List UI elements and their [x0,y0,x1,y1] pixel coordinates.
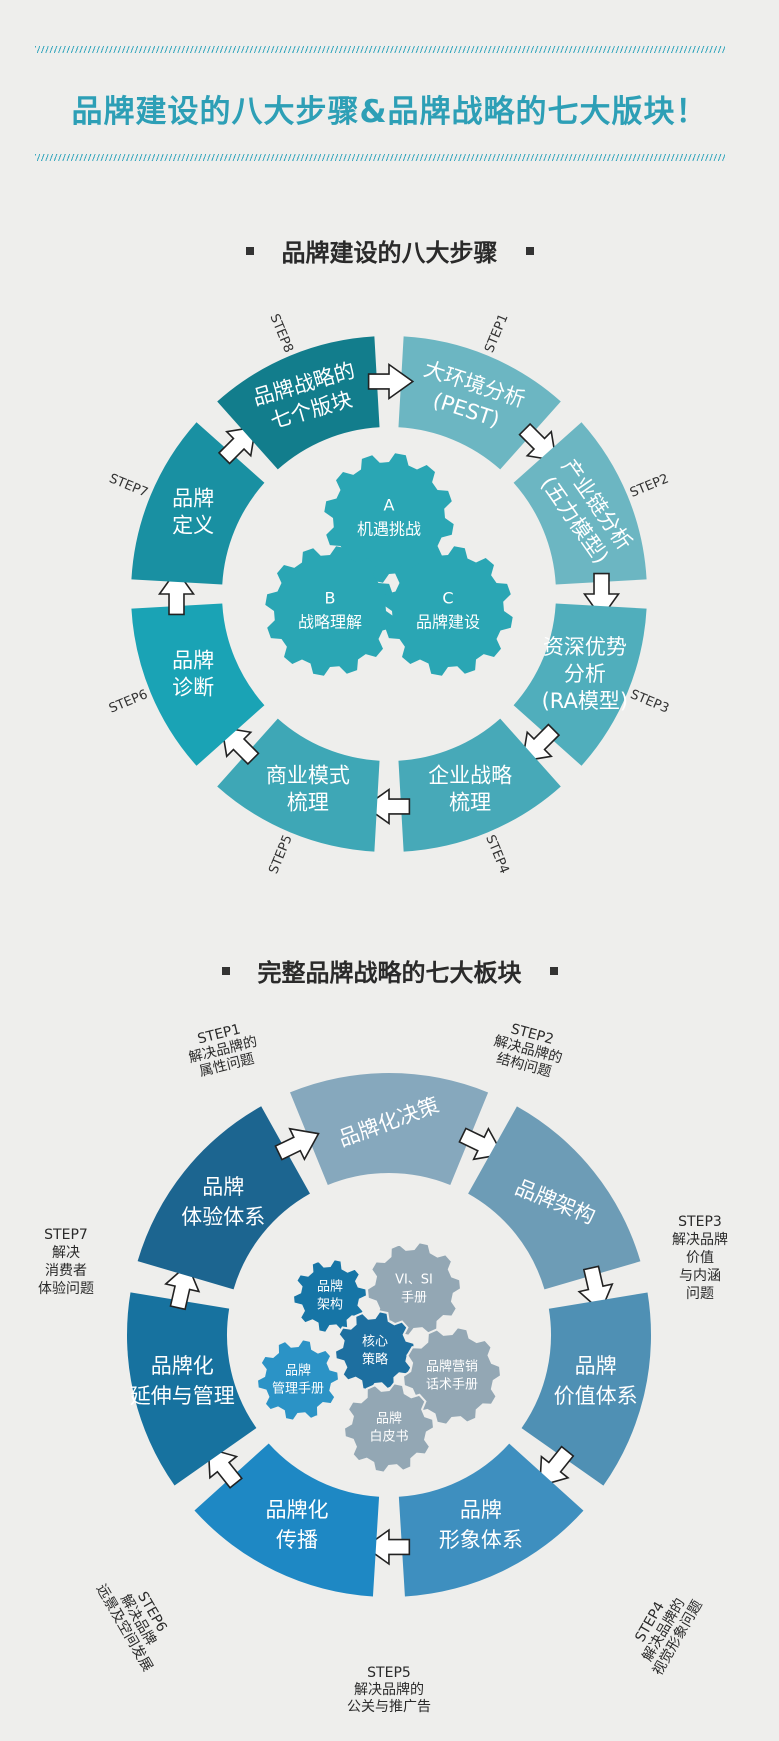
bullet-square-icon [525,247,534,255]
block-label: 品牌 [460,1498,502,1522]
block-segment-5 [194,1443,380,1597]
flow-arrow-icon [367,362,415,401]
step-description: 解决 [52,1245,80,1261]
step-tag: STEP7 [44,1227,88,1243]
gear-label: 话术手册 [426,1378,478,1393]
gear-label: 品牌建设 [416,613,480,632]
gear-label: VI、SI [395,1273,433,1288]
gear-label: 品牌 [285,1363,311,1379]
block-label: 品牌 [575,1354,617,1378]
section2-heading-text: 完整品牌战略的七大板块 [257,959,522,987]
step-label: 定义 [172,513,214,537]
step-tag: STEP8 [266,312,295,355]
bullet-square-icon [221,967,230,975]
step-label: 梳理 [449,790,491,814]
section1-heading: 品牌建设的八大步骤 [0,233,779,268]
gear-label: 品牌 [376,1411,402,1427]
flow-arrow-icon [363,1528,411,1566]
section1-heading-text: 品牌建设的八大步骤 [281,239,498,267]
page-title: 品牌建设的八大步骤&品牌战略的七大版块！ [71,94,708,130]
block-segment-1 [290,1073,489,1186]
step-segment-2 [513,422,647,585]
step-segment-4 [398,718,561,852]
gear-label: 手册 [401,1291,427,1306]
step-tag: STEP5 [266,833,295,876]
step-tag: STEP3 [678,1214,722,1230]
step-tag: STEP1 [482,312,511,355]
gear-label: 管理手册 [272,1382,324,1397]
gear-icon [265,546,395,676]
step-tag: STEP5 [367,1665,411,1681]
step-tag: STEP3 [628,687,671,716]
gear-label: 策略 [362,1352,388,1368]
step-description: 与内涵 [679,1268,721,1284]
gear-icon [401,1326,503,1426]
step-description: 解决品牌的 [354,1681,424,1698]
gear-label: 品牌 [317,1279,343,1295]
step-label: 企业战略 [428,763,512,787]
step-description: 问题 [686,1286,714,1302]
step-label: 诊断 [172,676,214,700]
gear-icon [324,453,454,583]
step-label: 梳理 [287,790,329,814]
gear-icon [291,1258,369,1334]
gear-label: B [325,589,336,608]
flow-arrow-icon [207,1447,243,1489]
flow-arrow-icon [539,1445,575,1487]
gear-icon [255,1338,341,1422]
gear-label: A [384,496,395,515]
block-segment-4 [398,1443,584,1597]
gear-icon [365,1241,463,1337]
gear-label: 战略理解 [298,613,362,632]
block-label: 品牌化 [265,1498,328,1522]
step-tag: STEP7 [107,471,150,500]
step-description: 解决品牌 [672,1231,728,1248]
bottom-hatch-divider [35,154,725,161]
gear-icon [383,546,513,676]
bullet-square-icon [549,967,558,975]
step-label: 分析 [564,662,606,686]
block-segment-6 [127,1292,257,1486]
flow-arrow-icon [274,1127,320,1162]
top-hatch-divider [35,46,725,53]
gear-label: C [442,589,453,608]
step-tag: STEP6 [107,687,150,716]
step-segment-8 [217,336,380,470]
step-tag: STEP4 [482,833,511,876]
gear-label: 核心 [362,1335,388,1350]
step-segment-6 [131,603,265,766]
gear-label: 白皮书 [369,1429,408,1445]
step-label: (RA模型) [542,689,629,713]
block-segment-7 [137,1106,310,1290]
step-label: 商业模式 [266,763,350,787]
step-tag: STEP2 [628,471,671,500]
gear-icon [342,1382,436,1474]
block-label: 体验体系 [181,1205,265,1229]
step-description: 消费者 [45,1263,87,1279]
block-segment-3 [521,1292,651,1486]
step-label: 品牌 [172,486,214,510]
gear-icon [333,1310,417,1392]
step-label: 资深优势 [543,635,627,659]
block-label: 延伸与管理 [130,1384,235,1408]
bullet-square-icon [245,247,254,255]
block-label: 形象体系 [439,1528,523,1552]
step-description: 公关与推广告 [347,1699,431,1715]
block-label: 价值体系 [554,1384,638,1408]
gear-label: 品牌营销 [426,1359,478,1375]
step-label: 品牌 [172,649,214,673]
gear-label: 机遇挑战 [357,520,421,539]
block-segment-2 [468,1106,641,1290]
step-description: 体验问题 [38,1281,94,1297]
gear-label: 架构 [317,1298,343,1313]
block-label: 传播 [276,1528,318,1552]
step-description: 价值 [686,1250,714,1266]
section2-heading: 完整品牌战略的七大板块 [0,953,779,988]
block-label: 品牌 [202,1175,244,1199]
block-label: 品牌化 [151,1354,214,1378]
